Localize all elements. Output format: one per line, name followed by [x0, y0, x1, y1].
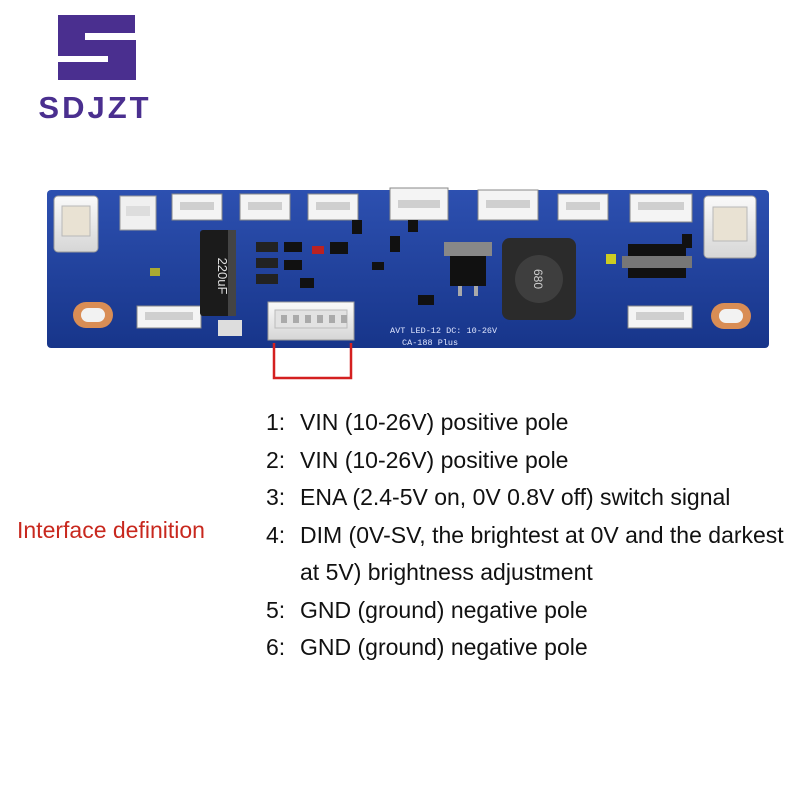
brand-name: SDJZT: [38, 90, 151, 125]
mounting-hole-right: [711, 303, 751, 329]
power-transistor: [444, 242, 492, 296]
connector-highlight-box: [272, 343, 353, 380]
pin-number: 5:: [266, 596, 286, 623]
smd-components: [150, 220, 692, 336]
electrolytic-capacitor: 220uF: [200, 230, 236, 316]
led-driver-board: 220uF 680 AVT LED-12 D: [47, 187, 769, 380]
pin-description: GND (ground) negative pole: [300, 596, 588, 623]
pin-description: GND (ground) negative pole: [300, 634, 588, 660]
large-connector-left: [53, 195, 99, 253]
pin-definition-list: 1: VIN (10-26V) positive pole 2: VIN (10…: [266, 404, 786, 667]
top-connectors: [119, 187, 693, 231]
pin-item: 6: GND (ground) negative pole: [266, 629, 786, 667]
power-inductor: 680: [502, 238, 576, 320]
pin-description: VIN (10-26V) positive pole: [300, 409, 569, 435]
diode: [622, 244, 692, 278]
brand-logo: SDJZT: [38, 15, 151, 125]
pin-number: 4:: [266, 521, 286, 548]
pin-description: DIM (0V-SV, the brightest at 0V and the …: [300, 521, 784, 586]
silkscreen-line-2: CA-188 Plus: [402, 338, 458, 348]
pin-item: 1: VIN (10-26V) positive pole: [266, 404, 786, 442]
mounting-hole-left: [73, 302, 113, 328]
interface-definition-label: Interface definition: [17, 517, 205, 543]
capacitor-label: 220uF: [215, 258, 230, 295]
pin-number: 3:: [266, 484, 286, 510]
large-connector-right: [703, 195, 757, 259]
pin-number: 1:: [266, 409, 286, 435]
pin-number: 6:: [266, 634, 286, 660]
interface-connector: [267, 301, 355, 341]
pin-item: 4: DIM (0V-SV, the brightest at 0V and t…: [266, 517, 786, 592]
brand-mark-s: [58, 15, 136, 80]
pin-description: ENA (2.4-5V on, 0V 0.8V off) switch sign…: [300, 484, 731, 510]
inductor-label: 680: [531, 269, 545, 289]
pin-description: VIN (10-26V) positive pole: [300, 446, 569, 473]
pin-item: 2: VIN (10-26V) positive pole: [266, 442, 786, 480]
pin-number: 2:: [266, 446, 286, 473]
silkscreen-line-1: AVT LED-12 DC: 10-26V: [390, 326, 498, 336]
bottom-connectors: [136, 305, 693, 329]
pin-item: 5: GND (ground) negative pole: [266, 592, 786, 630]
pin-item: 3: ENA (2.4-5V on, 0V 0.8V off) switch s…: [266, 479, 786, 517]
